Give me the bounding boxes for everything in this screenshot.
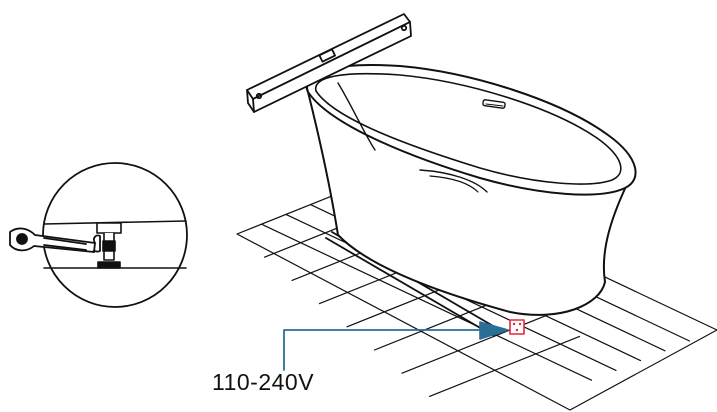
backrest-curve <box>337 82 376 151</box>
bath-floor <box>419 169 488 193</box>
overflow-drain <box>482 99 506 109</box>
level-tool-icon <box>246 13 412 113</box>
power-outlet-icon <box>509 319 525 335</box>
wrench-icon <box>9 227 101 253</box>
bathtub-rim-inner <box>315 72 622 185</box>
callout-line <box>283 329 495 371</box>
voltage-label: 110-240V <box>212 369 315 395</box>
adjustable-foot-detail <box>9 162 188 308</box>
adjustable-foot-icon <box>96 222 122 269</box>
bath-floor-2 <box>429 175 479 193</box>
bathtub <box>305 64 637 316</box>
callout-arrow <box>479 321 509 340</box>
bathtub-rim-outer <box>306 64 637 196</box>
power-callout <box>283 319 525 371</box>
